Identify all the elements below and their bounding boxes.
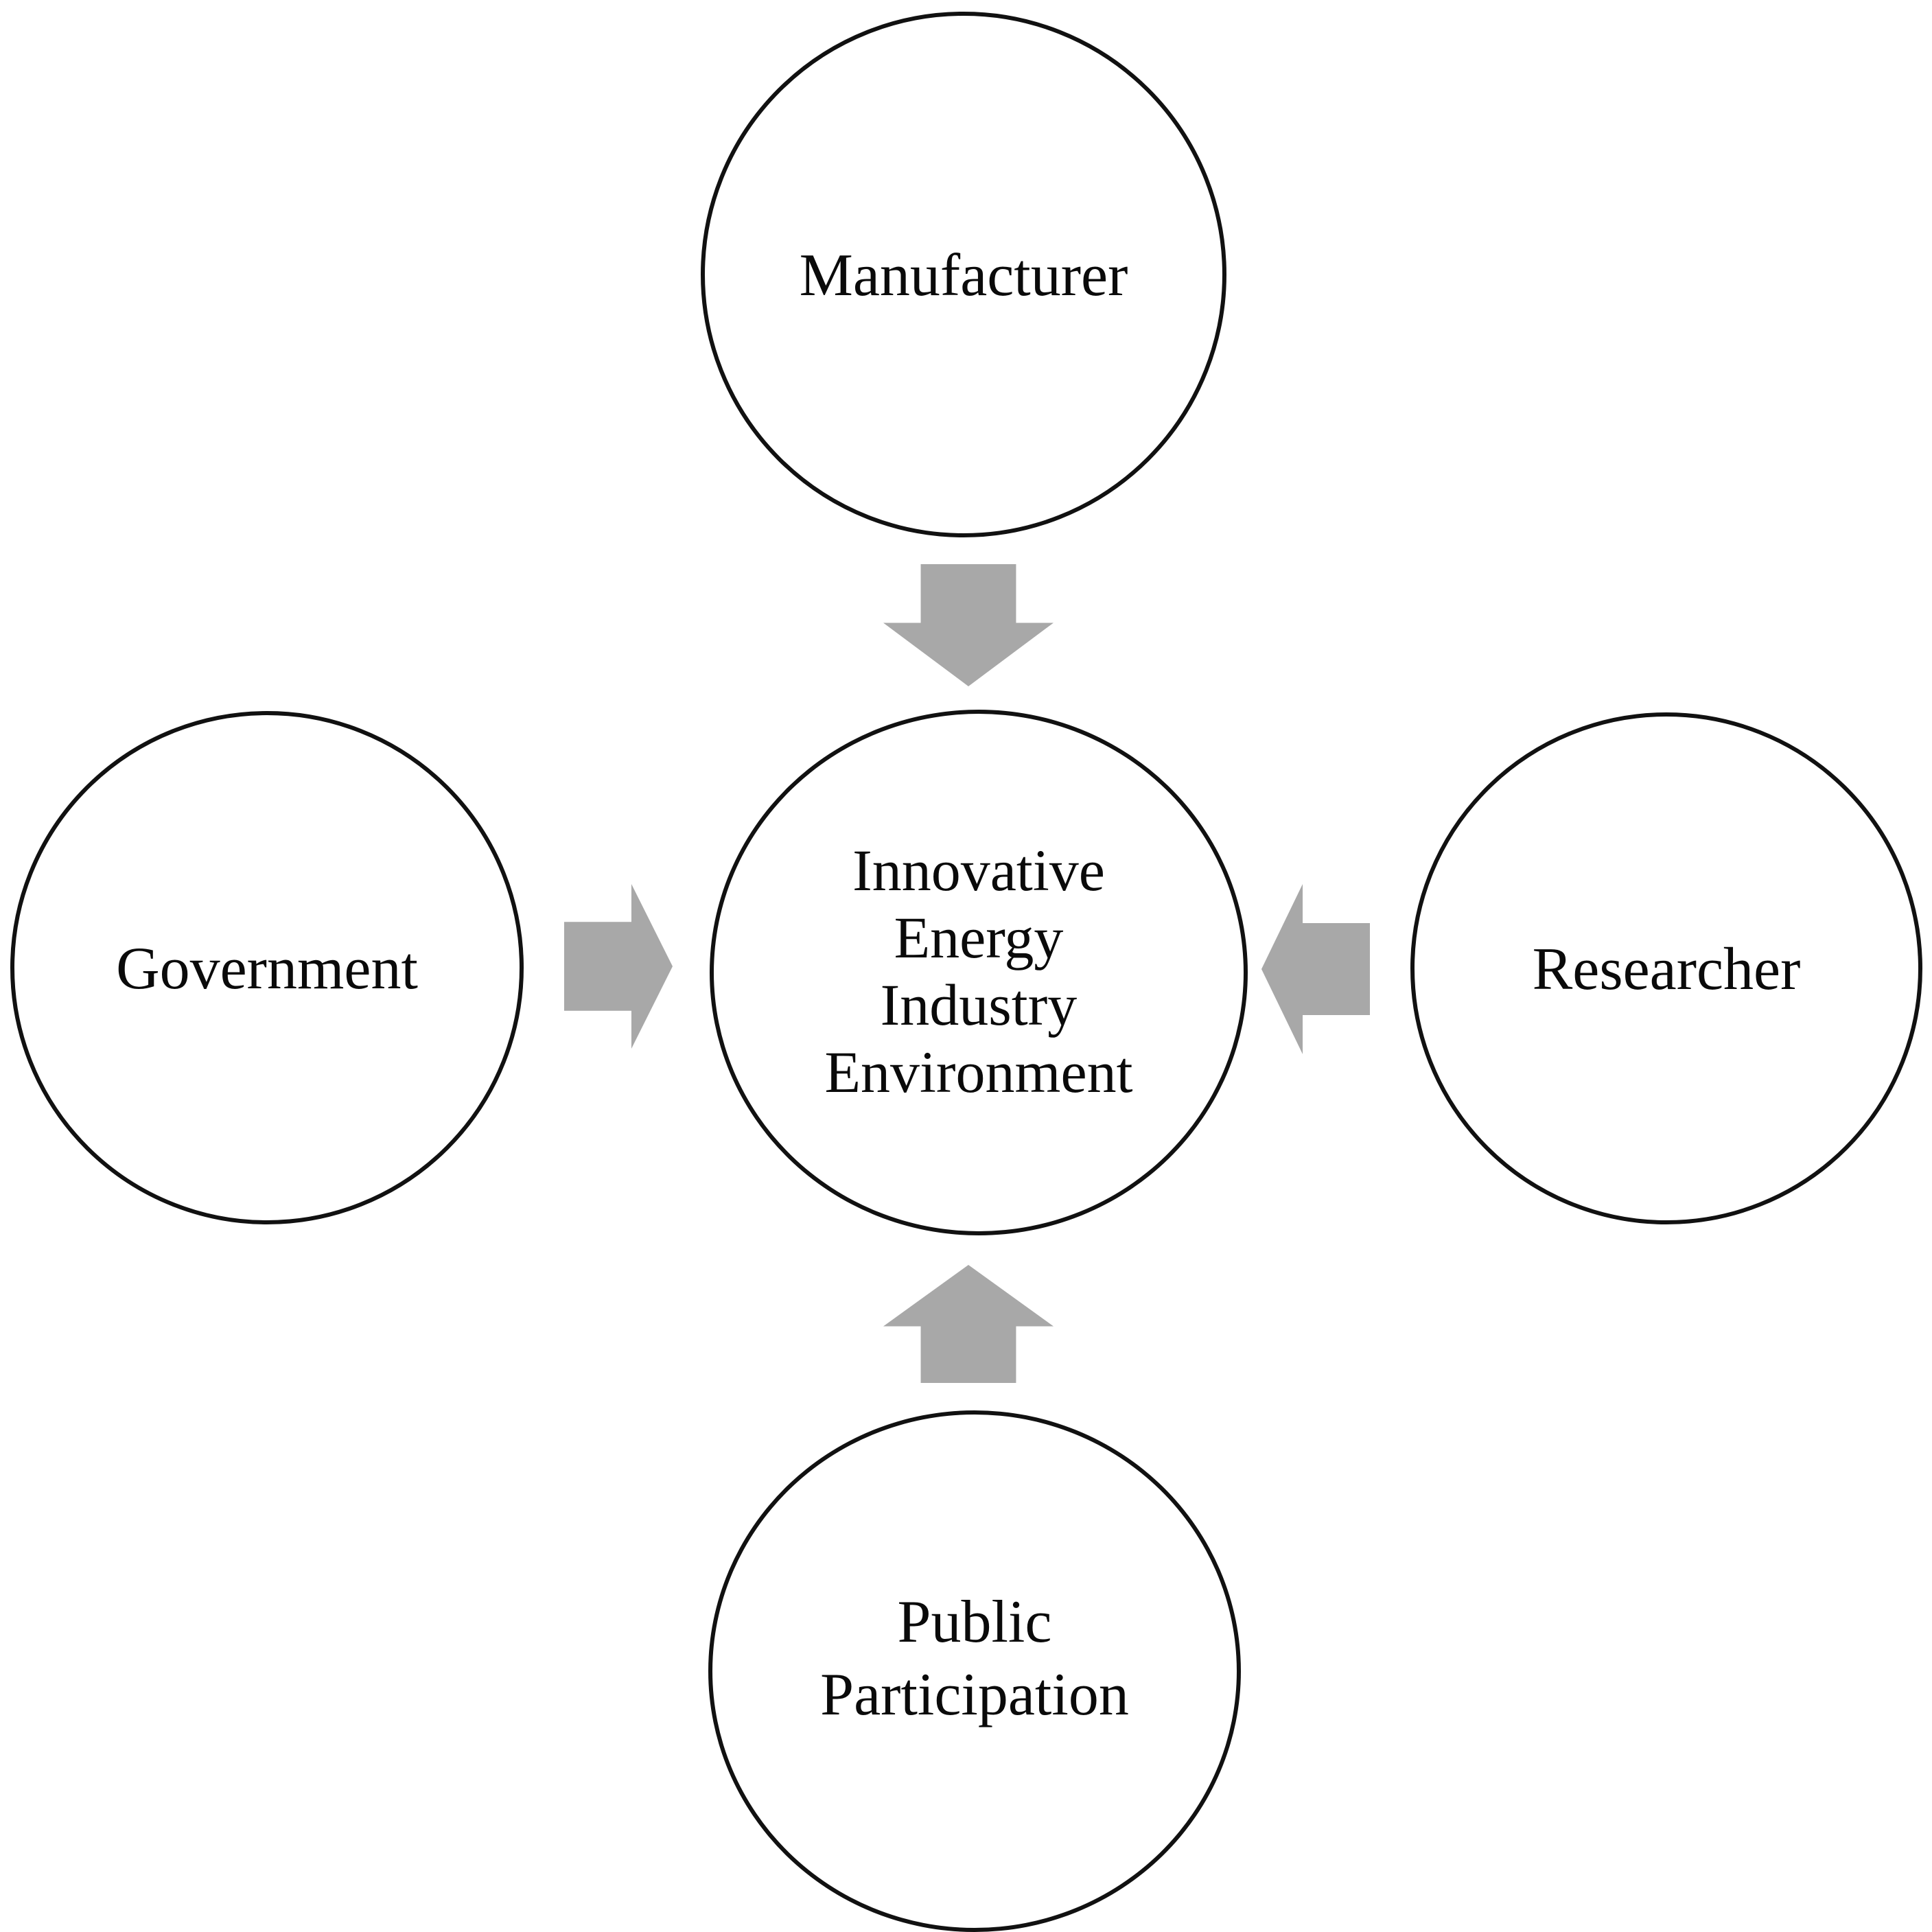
node-researcher[interactable]: Researcher: [1410, 712, 1922, 1224]
node-researcher-label: Researcher: [1532, 936, 1801, 1003]
arrow-up-icon: [883, 1265, 1054, 1383]
node-public-participation[interactable]: Public Participation: [708, 1410, 1241, 1932]
node-manufacturer-label: Manufacturer: [799, 242, 1128, 310]
node-manufacturer[interactable]: Manufacturer: [701, 12, 1226, 537]
arrow-left-icon: [1261, 884, 1370, 1054]
node-public-participation-label: Public Participation: [820, 1589, 1129, 1728]
node-innovative-energy-industry-environment-label: Innovative Energy Industry Environment: [824, 837, 1133, 1106]
node-innovative-energy-industry-environment[interactable]: Innovative Energy Industry Environment: [710, 710, 1248, 1235]
node-government[interactable]: Government: [10, 711, 524, 1224]
node-government-label: Government: [116, 935, 418, 1003]
arrow-right-icon: [564, 884, 673, 1049]
arrow-down-icon: [883, 564, 1054, 686]
